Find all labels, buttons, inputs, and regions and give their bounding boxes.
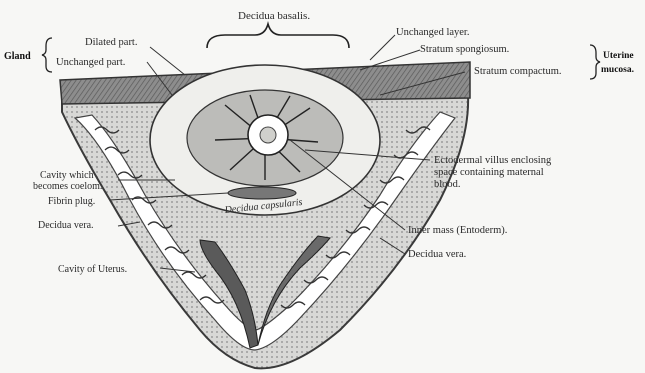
label-unchanged-part: Unchanged part.: [56, 57, 125, 68]
gland-brace: [42, 38, 52, 72]
label-stratum-compactum: Stratum compactum.: [474, 66, 561, 77]
label-cavity-coelom-2: becomes coelom.: [33, 181, 102, 192]
label-dilated-part: Dilated part.: [85, 37, 137, 48]
label-fibrin-plug: Fibrin plug.: [48, 196, 95, 207]
label-stratum-spongiosum: Stratum spongiosum.: [420, 44, 509, 55]
label-uterine-mucosa-1: Uterine: [603, 51, 634, 61]
decidua-basalis-brace: [207, 24, 349, 48]
label-uterine-mucosa-2: mucosa.: [601, 65, 634, 75]
uterine-mucosa-brace: [590, 45, 600, 79]
label-cavity-of-uterus: Cavity of Uterus.: [58, 264, 127, 275]
label-decidua-vera-left: Decidua vera.: [38, 220, 94, 231]
inner-mass-core: [260, 127, 276, 143]
label-gland: Gland: [4, 51, 31, 62]
label-cavity-coelom-1: Cavity which: [40, 170, 94, 181]
label-decidua-vera-right: Decidua vera.: [408, 249, 466, 260]
label-decidua-basalis: Decidua basalis.: [238, 10, 310, 22]
label-ectodermal-villus-2: space containing maternal: [434, 167, 544, 178]
label-ectodermal-villus-3: blood.: [434, 179, 461, 190]
label-inner-mass: Inner mass (Entoderm).: [408, 225, 507, 236]
label-ectodermal-villus-1: Ectodermal villus enclosing: [434, 155, 552, 166]
label-unchanged-layer: Unchanged layer.: [396, 27, 469, 38]
fibrin-plug: [228, 187, 296, 199]
